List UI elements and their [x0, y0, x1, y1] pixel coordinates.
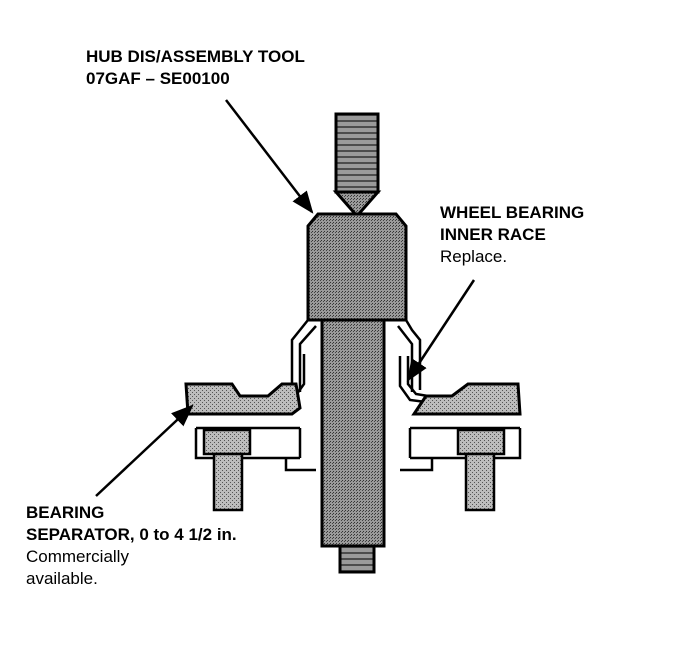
hub-tool-title: HUB DIS/ASSEMBLY TOOL	[86, 47, 305, 66]
callout-hub-tool: HUB DIS/ASSEMBLY TOOL 07GAF – SE00100	[86, 46, 305, 90]
separator-note-line2: available.	[26, 569, 98, 588]
press-screw	[332, 112, 382, 219]
inner-race-title-line2: INNER RACE	[440, 225, 546, 244]
inner-race-note: Replace.	[440, 247, 508, 266]
separator-title-line2: SEPARATOR, 0 to 4 1/2 in.	[26, 525, 237, 544]
wheel-stud-left	[202, 428, 252, 512]
inner-race-title-line1: WHEEL BEARING	[440, 203, 585, 222]
bearing-separator	[184, 382, 522, 416]
arrow-separator	[95, 404, 194, 497]
tool-shaft	[320, 318, 386, 574]
hub-tool-part-number: 07GAF – SE00100	[86, 69, 230, 88]
callout-inner-race: WHEEL BEARING INNER RACE Replace.	[440, 202, 584, 268]
separator-note-line1: Commercially	[26, 547, 129, 566]
arrow-inner-race	[406, 279, 476, 382]
callout-separator: BEARING SEPARATOR, 0 to 4 1/2 in. Commer…	[26, 502, 237, 590]
arrow-hub-tool	[225, 99, 314, 214]
hub-tool-body	[306, 212, 408, 322]
wheel-stud-right	[456, 428, 506, 512]
separator-title-line1: BEARING	[26, 503, 105, 522]
